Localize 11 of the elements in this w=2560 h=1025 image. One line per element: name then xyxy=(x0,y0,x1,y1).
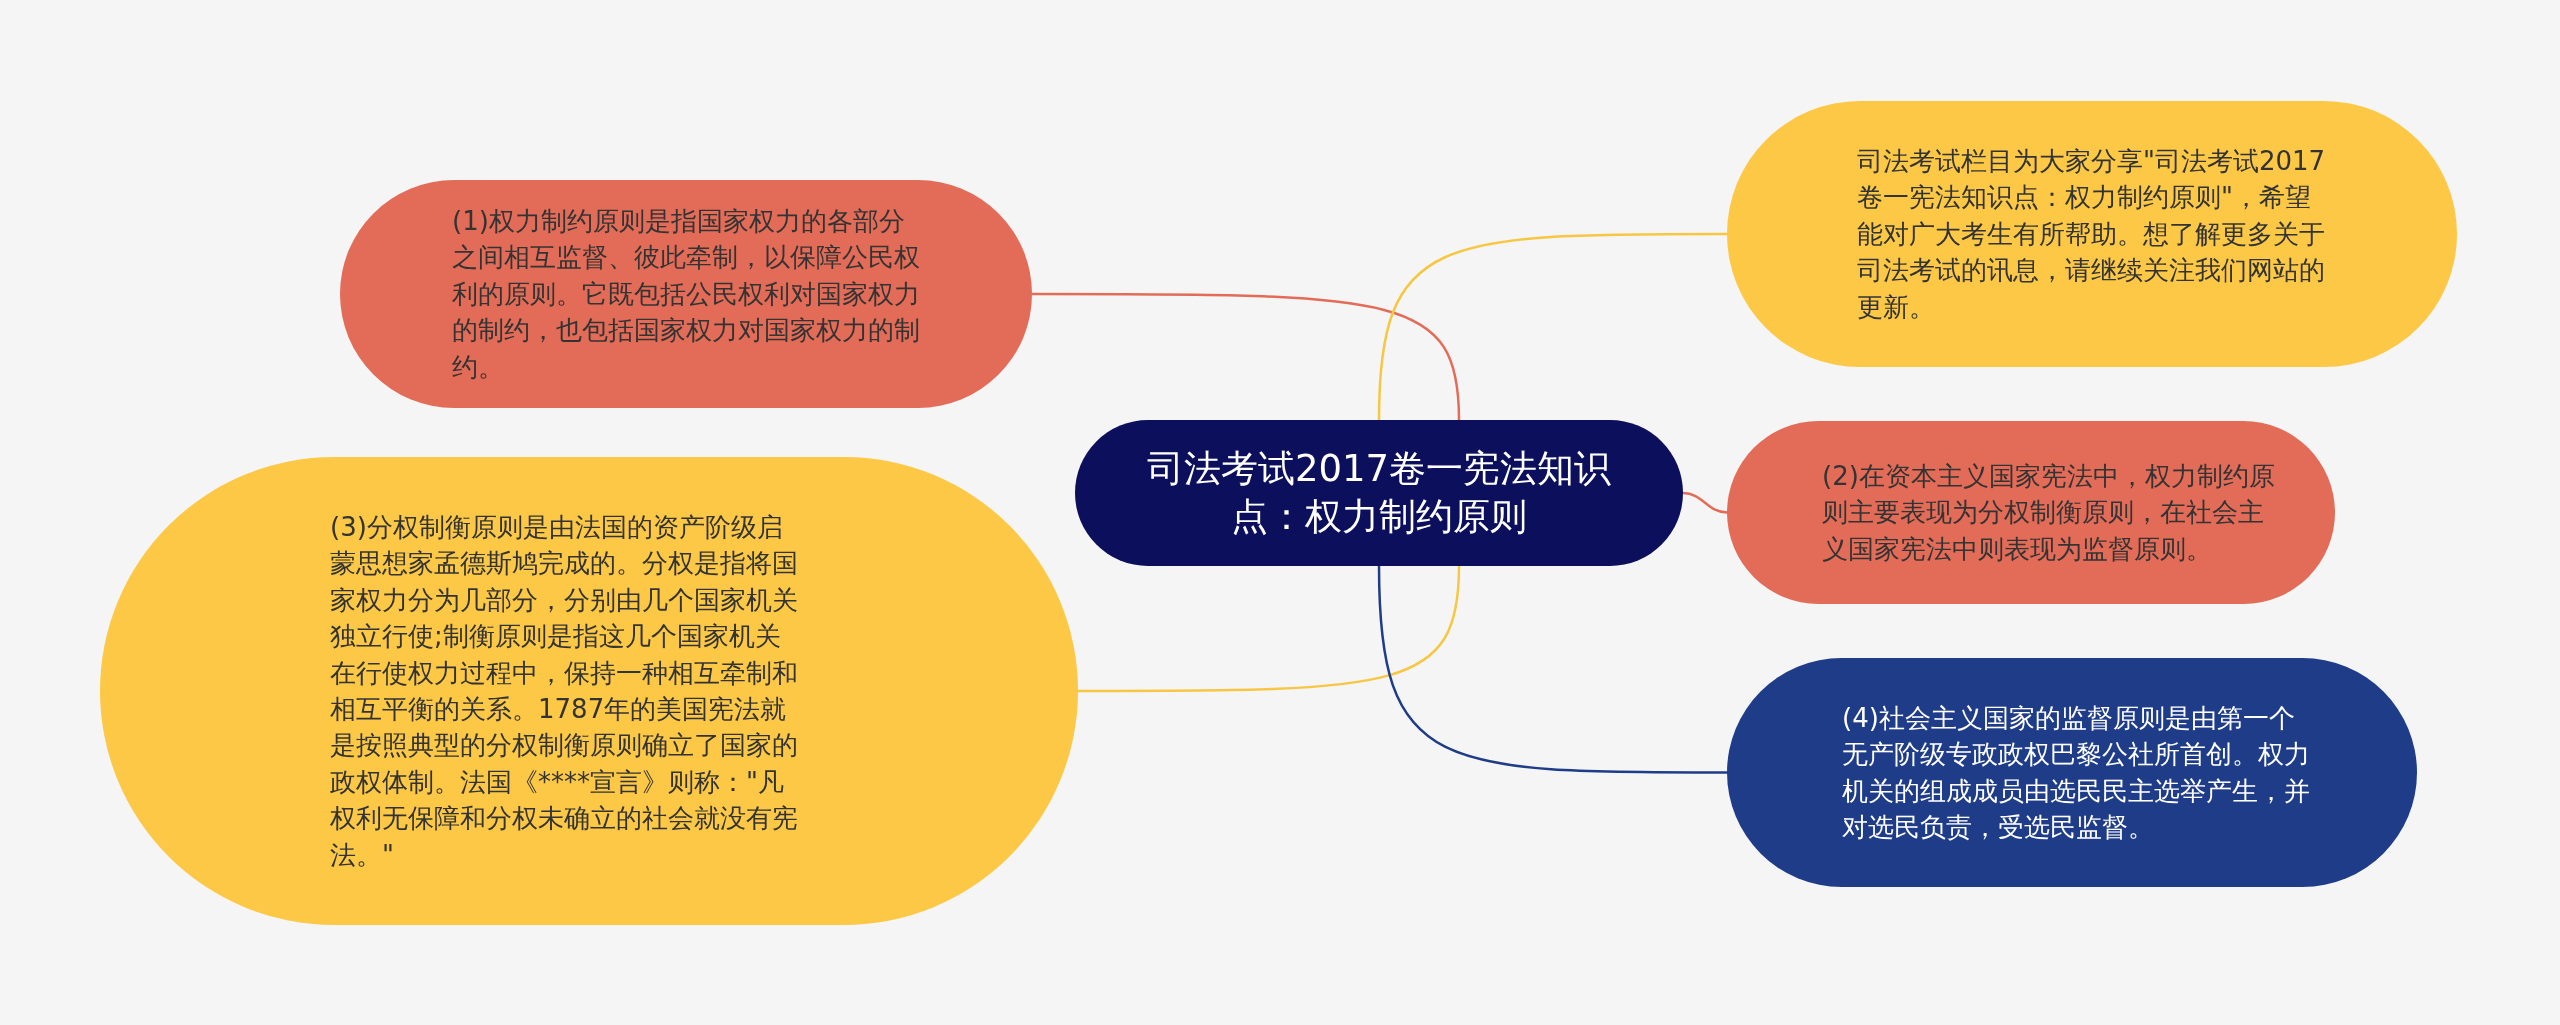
connector-line xyxy=(1377,565,1727,774)
connector-line xyxy=(1682,491,1728,514)
connector-line xyxy=(1078,565,1461,693)
connector-line xyxy=(1032,292,1461,421)
topic-text: 司法考试栏目为大家分享"司法考试2017卷一宪法知识点：权力制约原则"，希望能对广大考生有所帮助。想了解更多关于司法考试的讯息，请继续关注我们网站的更新。 xyxy=(1857,145,2327,324)
topic-text: (4)社会主义国家的监督原则是由第一个无产阶级专政政权巴黎公社所首创。权力机关的组成成员由选民民主选举产生，并对选民负责，受选民监督。 xyxy=(1842,701,2311,844)
central-topic-text: 司法考试2017卷一宪法知识点：权力制约原则 xyxy=(1145,445,1613,540)
connector-line xyxy=(1377,232,1727,421)
topic-text: (1)权力制约原则是指国家权力的各部分之间相互监督、彼此牵制，以保障公民权利的原则。它既包括公民权利对国家权力的制约，也包括国家权力对国家权力的制约。 xyxy=(452,205,921,384)
topic-text: (2)在资本主义国家宪法中，权力制约原则主要表现为分权制衡原则，在社会主义国家宪法中则表现为监督原则。 xyxy=(1822,459,2276,566)
topic-text: (3)分权制衡原则是由法国的资产阶级启蒙思想家孟德斯鸠完成的。分权是指将国家权力分为几部分，分别由几个国家机关独立行使;制衡原则是指这几个国家机关在行使权力过程中，保持一种相互牵制和相互平衡的关系。1787年的美国宪法就是按照典型的分权制衡原则确立了国家的政权体制。法国《****宣言》则称："凡权利无保障和分权未确立的社会就没有宪法。" xyxy=(330,511,799,872)
